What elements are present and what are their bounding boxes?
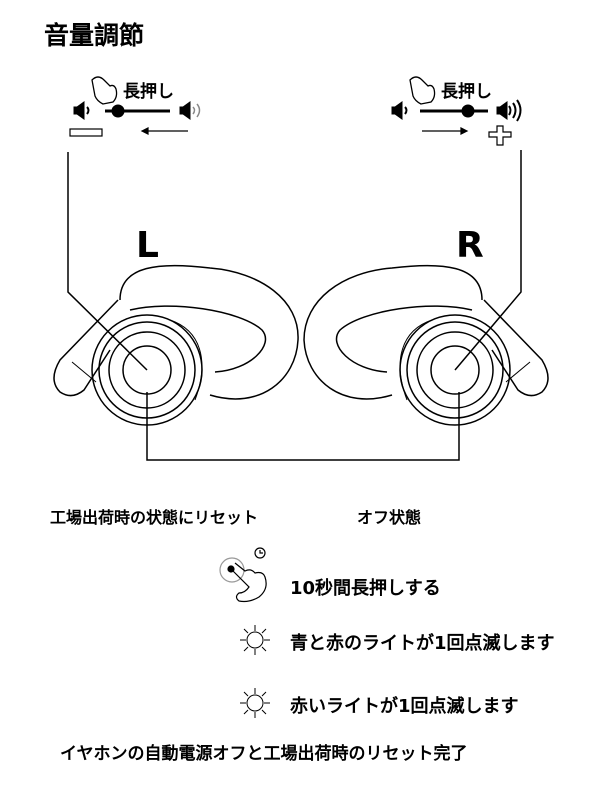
hand-press-icon	[409, 76, 436, 105]
left-long-press-label: 長押し	[123, 82, 174, 102]
light-icon	[240, 688, 270, 718]
volume-slider-knob	[461, 104, 475, 118]
light-icon	[240, 625, 270, 655]
hand-timer-icon	[219, 547, 267, 603]
right-earbud	[303, 264, 549, 426]
speaker-high-icon	[496, 101, 508, 120]
reset-title: 工場出荷時の状態にリセット	[50, 508, 259, 527]
footer-text: イヤホンの自動電源オフと工場出荷時のリセット完了	[60, 744, 468, 764]
minus-icon	[69, 128, 103, 137]
speaker-low-icon	[391, 101, 403, 120]
speaker-high-icon	[179, 101, 191, 120]
off-state-label: オフ状態	[357, 508, 422, 527]
left-label: L	[136, 225, 159, 266]
page-title: 音量調節	[44, 21, 145, 50]
plus-icon	[488, 125, 512, 146]
left-earbud	[53, 264, 299, 426]
right-label: R	[456, 225, 484, 266]
step-text: 赤いライトが1回点滅します	[290, 696, 519, 717]
step-text: 青と赤のライトが1回点滅します	[290, 633, 555, 654]
volume-slider-knob	[111, 104, 125, 118]
right-long-press-label: 長押し	[441, 82, 492, 102]
hand-press-icon	[91, 76, 118, 105]
step-text: 10秒間長押しする	[290, 578, 441, 599]
arrow-left-icon	[140, 127, 188, 135]
arrow-right-icon	[422, 127, 469, 135]
speaker-low-icon	[73, 101, 85, 120]
